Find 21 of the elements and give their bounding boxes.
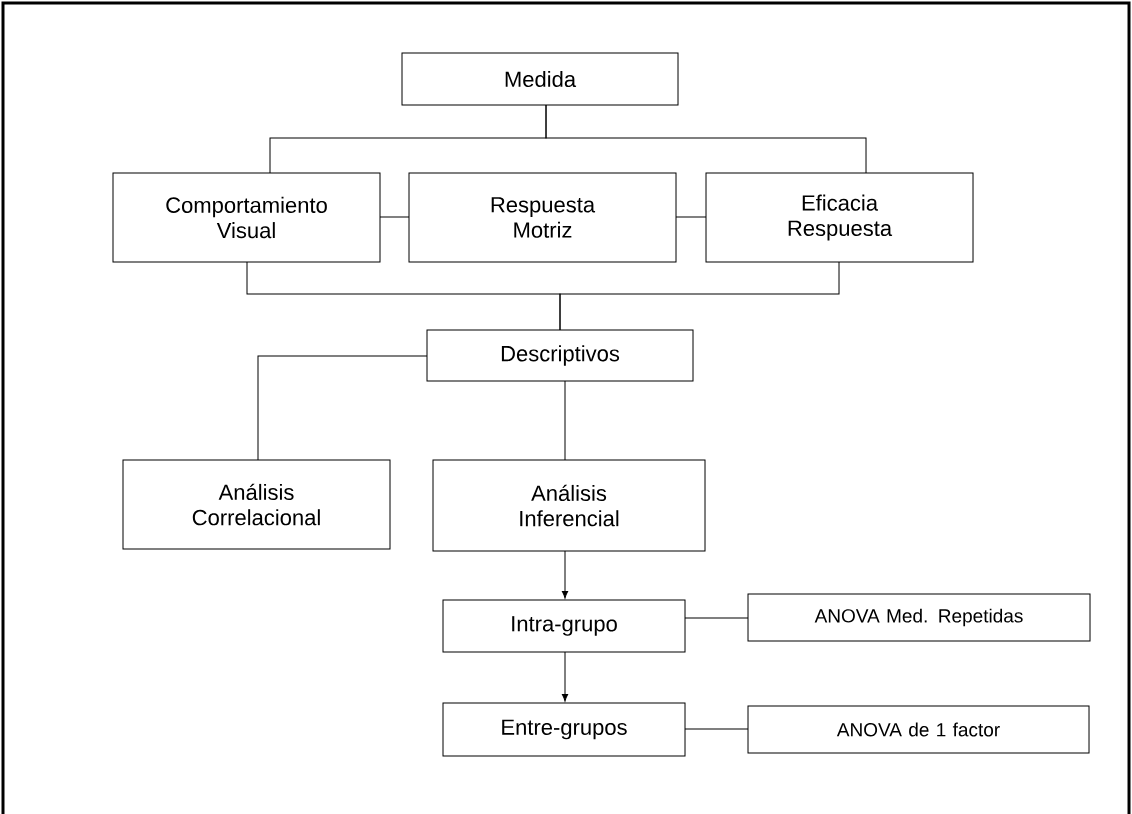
process-box: Respuesta Motriz (408, 172, 677, 263)
connector-line (379, 216, 410, 218)
process-box: Descriptivos (426, 329, 694, 382)
arrow (561, 550, 569, 599)
connector-line (545, 104, 867, 174)
process-box: ANOVA Med. Repetidas (747, 593, 1091, 642)
arrow (561, 651, 569, 702)
connector-line (559, 261, 840, 331)
process-box: Comportamiento Visual (112, 172, 381, 263)
connector-line (675, 216, 707, 218)
process-box: Análisis Correlacional (122, 459, 391, 550)
connector-line (684, 617, 749, 619)
process-box: Entre-grupos (442, 702, 686, 757)
process-box: ANOVA de 1 factor (747, 705, 1090, 754)
process-box: Intra-grupo (442, 599, 686, 653)
process-box: Análisis Inferencial (432, 459, 706, 552)
connector-line (684, 728, 749, 730)
process-box: Eficacia Respuesta (705, 172, 974, 263)
connector-line (564, 380, 566, 461)
connector-line (257, 355, 428, 461)
process-box: Medida (401, 52, 679, 106)
